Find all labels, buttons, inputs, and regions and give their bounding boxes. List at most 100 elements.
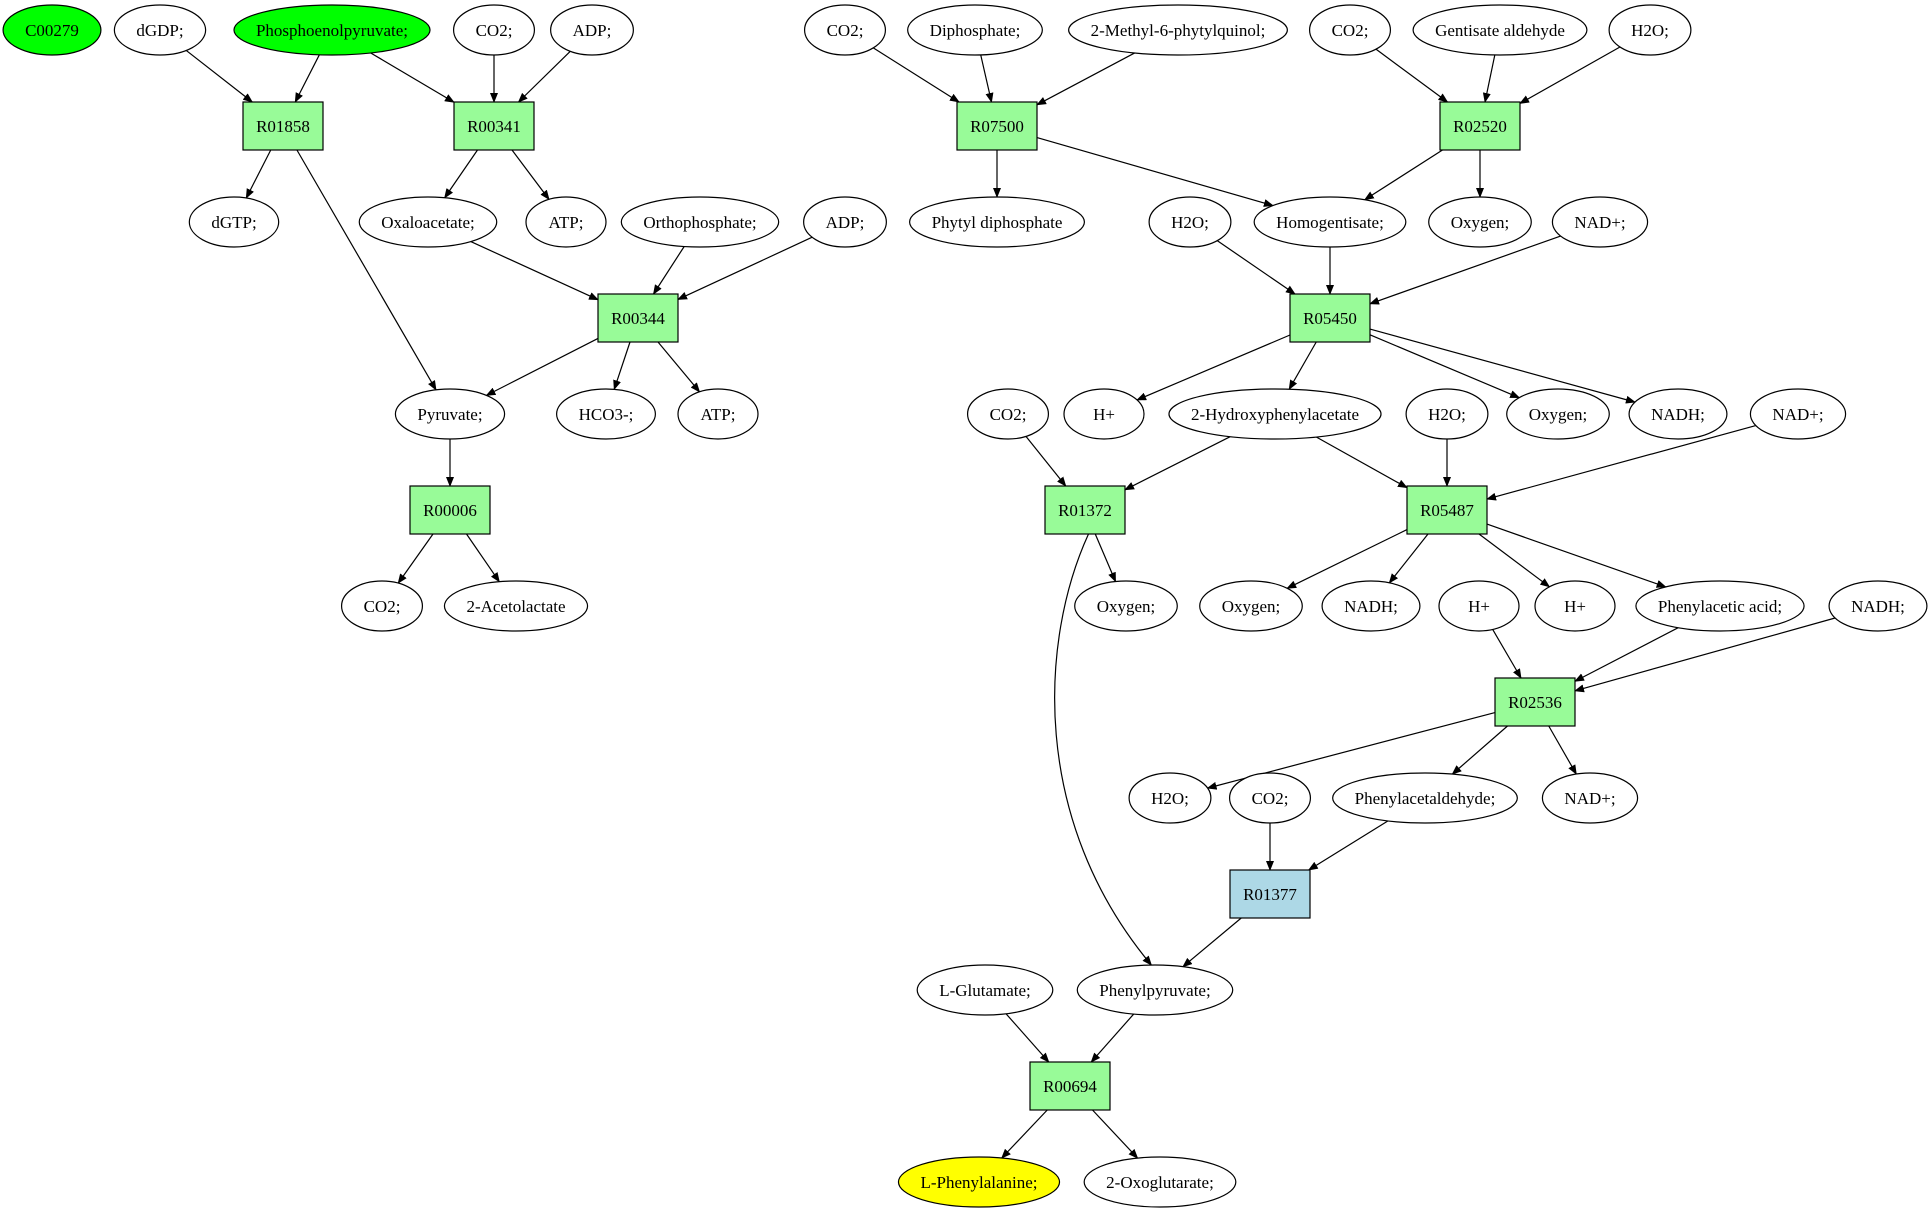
compound-ellipse — [1412, 4, 1588, 56]
reaction-node-R07500: R07500 — [956, 101, 1038, 151]
node-label: Gentisate aldehyde — [1435, 21, 1565, 40]
node-label: H+ — [1468, 597, 1490, 616]
compound-node-hco3: HCO3-; — [556, 388, 656, 440]
edge-orthophosphate-to-R00344 — [652, 246, 685, 295]
edge-pep-to-R00341 — [370, 52, 455, 103]
compound-ellipse — [1635, 580, 1805, 632]
compound-ellipse — [1321, 580, 1421, 632]
reaction-box — [1289, 293, 1371, 343]
node-label: CO2; — [827, 21, 864, 40]
edge-R05450-to-hplus_a — [1136, 334, 1291, 401]
node-label: Homogentisate; — [1276, 213, 1384, 232]
compound-node-co2_e: CO2; — [966, 388, 1050, 440]
compound-ellipse — [1628, 388, 1728, 440]
compound-node-co2_b: CO2; — [340, 580, 424, 632]
compound-ellipse — [1253, 196, 1407, 248]
compound-ellipse — [1128, 772, 1212, 824]
node-label: R05487 — [1420, 501, 1474, 520]
edge-R01372-to-oxygen_c — [1094, 533, 1117, 583]
edge-methylphytyl-to-R07500 — [1036, 52, 1135, 106]
edge-diphosphate-to-R07500 — [980, 54, 994, 103]
node-label: H+ — [1564, 597, 1586, 616]
reaction-box — [409, 485, 491, 535]
edge-h2o_a-to-R02520 — [1519, 46, 1621, 104]
node-label: R00341 — [467, 117, 521, 136]
edge-nadp_b-to-R05487 — [1486, 424, 1756, 501]
node-label: dGDP; — [136, 21, 183, 40]
compound-node-dgtp: dGTP; — [188, 196, 280, 248]
compound-node-oxygen_a: Oxygen; — [1428, 196, 1532, 248]
compound-node-gentisate: Gentisate aldehyde — [1412, 4, 1588, 56]
compound-node-hplus_a: H+ — [1063, 388, 1145, 440]
compound-ellipse — [1749, 388, 1847, 440]
edge-phenylacetic-to-R02536 — [1574, 627, 1679, 682]
node-label: Orthophosphate; — [643, 213, 756, 232]
compound-ellipse — [966, 388, 1050, 440]
node-label: Oxygen; — [1529, 405, 1588, 424]
edge-adp_b-to-R00344 — [677, 236, 813, 300]
node-label: R02520 — [1453, 117, 1507, 136]
node-label: CO2; — [1252, 789, 1289, 808]
edge-R00341-to-oxaloacetate — [444, 149, 478, 199]
edge-R05487-to-oxygen_d — [1286, 529, 1408, 589]
compound-node-dgdp: dGDP; — [113, 4, 207, 56]
compound-ellipse — [340, 580, 424, 632]
compound-ellipse — [113, 4, 207, 56]
compound-node-glutamate: L-Glutamate; — [916, 964, 1054, 1016]
compound-ellipse — [1083, 1156, 1237, 1208]
edge-R00344-to-hco3 — [613, 341, 631, 391]
compound-node-co2_a: CO2; — [452, 4, 536, 56]
node-label: H2O; — [1151, 789, 1189, 808]
node-label: CO2; — [1332, 21, 1369, 40]
edge-R00694-to-phenylalanine — [1001, 1109, 1048, 1159]
reaction-box — [1494, 677, 1576, 727]
compound-ellipse — [803, 196, 887, 248]
compound-ellipse — [525, 196, 607, 248]
compound-node-diphosphate: Diphosphate; — [907, 4, 1043, 56]
compound-ellipse — [1534, 580, 1616, 632]
reaction-box — [1406, 485, 1488, 535]
compound-node-acetolactate: 2-Acetolactate — [443, 580, 589, 632]
compound-node-phytyldp: Phytyl diphosphate — [908, 196, 1086, 248]
compound-node-phenylpyruvate: Phenylpyruvate; — [1076, 964, 1234, 1016]
edge-R02536-to-phenylacetaldehyde — [1451, 725, 1508, 775]
compound-node-pyruvate: Pyruvate; — [394, 388, 506, 440]
node-label: 2-Acetolactate — [466, 597, 565, 616]
compound-node-h2o_b: H2O; — [1148, 196, 1232, 248]
compound-ellipse — [803, 4, 887, 56]
node-label: Oxygen; — [1097, 597, 1156, 616]
compound-ellipse — [1428, 196, 1532, 248]
compound-ellipse — [1828, 580, 1928, 632]
edge-R05450-to-nadh_a — [1369, 328, 1636, 404]
edge-R01858-to-dgtp — [245, 149, 272, 199]
compound-ellipse — [1438, 580, 1520, 632]
compound-node-phenylacetic: Phenylacetic acid; — [1635, 580, 1805, 632]
reaction-box — [1044, 485, 1126, 535]
compound-node-h2o_a: H2O; — [1608, 4, 1692, 56]
compound-ellipse — [556, 388, 656, 440]
compound-node-nadp_a: NAD+; — [1551, 196, 1649, 248]
compound-ellipse — [358, 196, 498, 248]
edge-adp_a-to-R00341 — [517, 50, 571, 103]
edge-gentisate-to-R02520 — [1482, 54, 1496, 103]
node-label: Phosphoenolpyruvate; — [256, 21, 408, 40]
compound-node-h2o_d: H2O; — [1128, 772, 1212, 824]
edge-R05450-to-oxygen_b — [1369, 334, 1521, 399]
node-label: Diphosphate; — [930, 21, 1021, 40]
node-label: H2O; — [1171, 213, 1209, 232]
compound-ellipse — [1551, 196, 1649, 248]
compound-ellipse — [1228, 772, 1312, 824]
compound-node-oxygen_b: Oxygen; — [1506, 388, 1610, 440]
node-label: ADP; — [573, 21, 612, 40]
edge-co2_d-to-R02520 — [1375, 48, 1449, 103]
compound-ellipse — [897, 1156, 1061, 1208]
reaction-node-R01858: R01858 — [242, 101, 324, 151]
reaction-node-R00694: R00694 — [1029, 1061, 1111, 1111]
node-label: R07500 — [970, 117, 1024, 136]
compound-node-atp_b: ATP; — [677, 388, 759, 440]
compound-ellipse — [1608, 4, 1692, 56]
compound-node-phenylacetaldehyde: Phenylacetaldehyde; — [1332, 772, 1518, 824]
edge-R05487-to-nadh_b — [1388, 533, 1429, 584]
